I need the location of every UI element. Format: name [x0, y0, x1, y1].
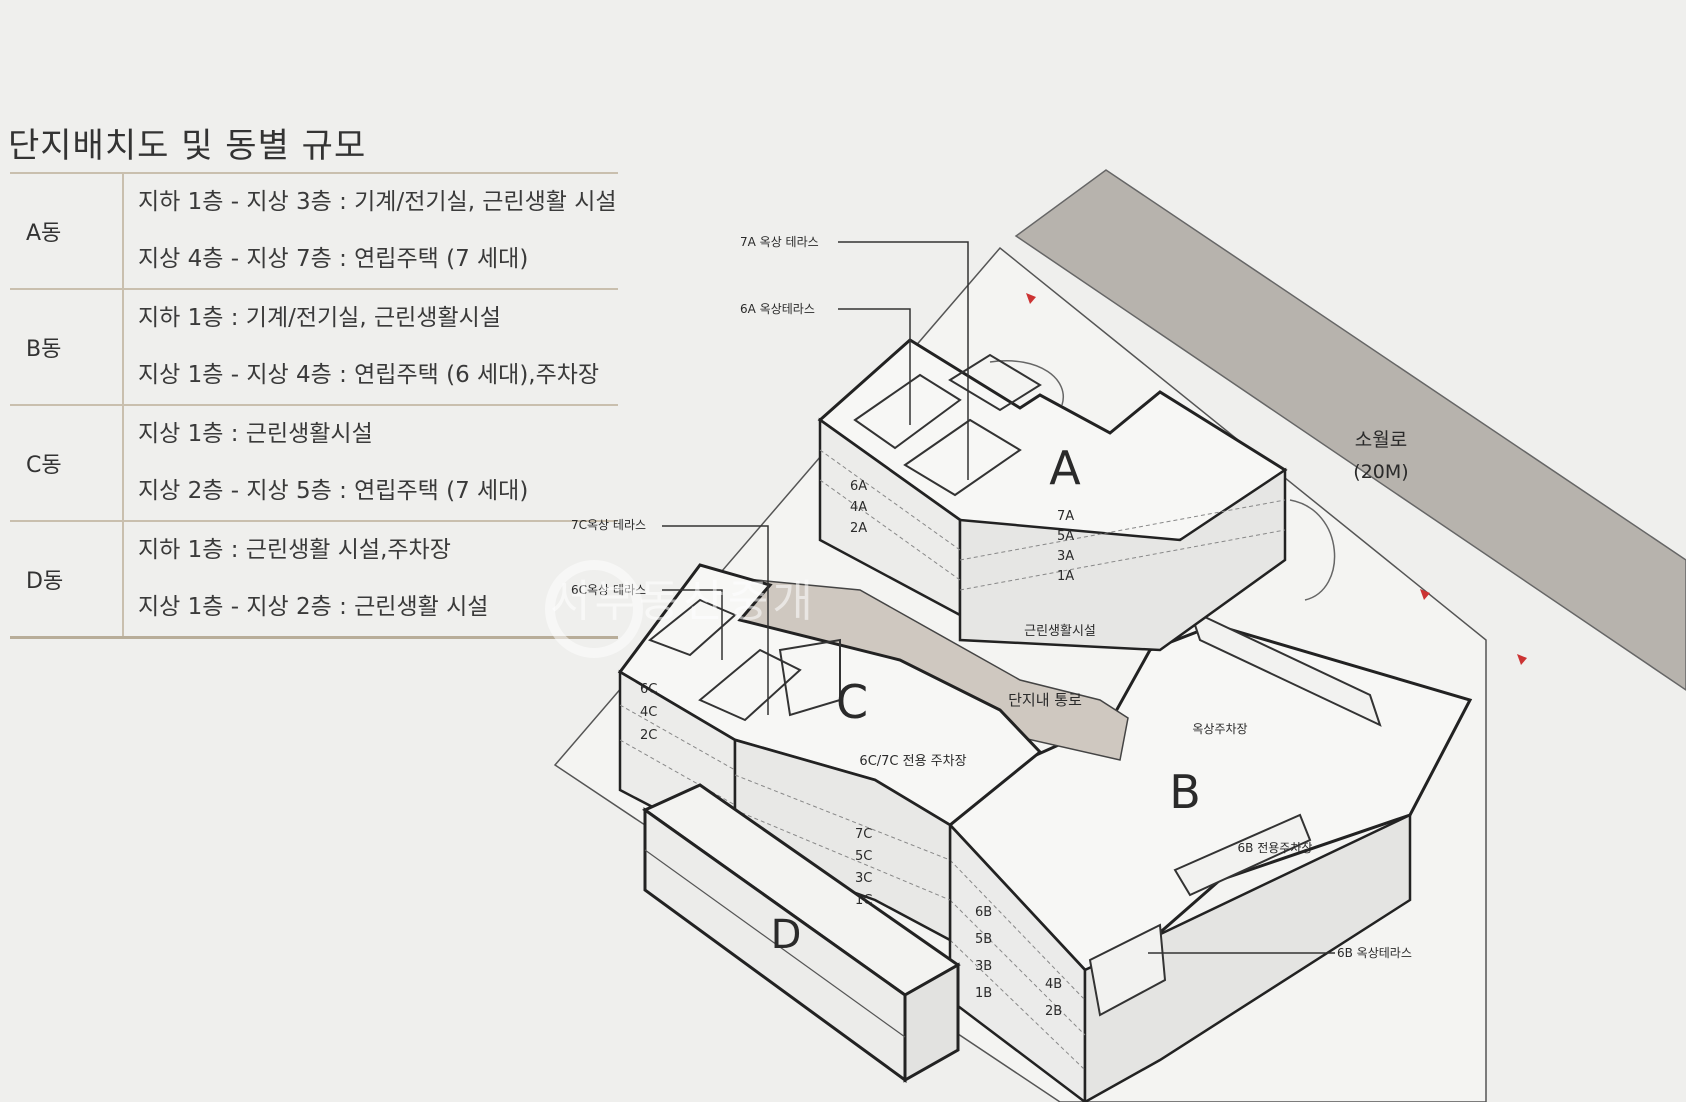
b-rail [1188, 608, 1382, 727]
callout-text: 6A 옥상테라스 [740, 302, 815, 316]
building-a-floor-lines [819, 449, 1286, 591]
building-spec-line: 지하 1층 : 기계/전기실, 근린생활시설 [138, 305, 501, 331]
floor-label: 1C [855, 893, 872, 908]
floor-label: 3C [855, 871, 872, 886]
callout-6b-terrace: 6B 옥상테라스 [1148, 946, 1412, 960]
road-name: 소월로 [1355, 429, 1407, 451]
building-row-a: A동 지하 1층 - 지상 3층 : 기계/전기실, 근린생활 시설 지상 4층… [10, 173, 618, 289]
callout-7a-terrace: 7A 옥상 테라스 [740, 235, 969, 480]
building-spec-line: 지상 2층 - 지상 5층 : 연립주택 (7 세대) [138, 478, 529, 504]
floor-label: 1B [975, 986, 992, 1001]
floor-labels-c-right: 7C 5C 3C 1C [855, 827, 872, 908]
callout-text: 7C옥상 테라스 [571, 518, 646, 532]
area-label-rooftop-parking: 옥상주차장 [1192, 722, 1247, 736]
floor-label: 7A [1057, 509, 1074, 524]
plaza-curve [989, 360, 1065, 406]
building-letter-a: A [1049, 441, 1081, 495]
building-letter-d: D [771, 912, 802, 958]
building-a-side [958, 467, 1287, 652]
building-d-side [903, 962, 960, 1083]
building-name: C동 [10, 405, 124, 521]
building-name: B동 [10, 289, 124, 405]
floor-labels-c-left: 6C 4C 2C [640, 682, 657, 743]
floor-label: 5C [855, 849, 872, 864]
building-b-front [948, 821, 1087, 1102]
building-row-c: C동 지상 1층 : 근린생활시설 지상 2층 - 지상 5층 : 연립주택 (… [10, 405, 618, 521]
floor-label: 2C [640, 728, 657, 743]
floor-label: 4B [1045, 977, 1062, 992]
area-label-c-parking: 6C/7C 전용 주차장 [859, 754, 966, 769]
road-width: (20M) [1353, 461, 1408, 483]
building-row-b: B동 지하 1층 : 기계/전기실, 근린생활시설 지상 1층 - 지상 4층 … [10, 289, 618, 405]
building-b-side [1083, 813, 1412, 1102]
watermark-text: 서부동산중개 [550, 576, 817, 627]
building-b-floor-lines [949, 859, 1086, 1071]
floor-label: 7C [855, 827, 872, 842]
page-title: 단지배치도 및 동별 규모 [8, 126, 367, 166]
floor-label: 6A [850, 479, 867, 494]
building-spec-line: 지상 4층 - 지상 7층 : 연립주택 (7 세대) [138, 246, 529, 272]
floor-labels-a-right: 7A 5A 3A 1A [1057, 509, 1074, 584]
plaza-curve [1289, 499, 1336, 601]
road-marker [1026, 293, 1036, 304]
b-parking-structure [1173, 813, 1312, 897]
floor-labels-b-right: 4B 2B [1045, 977, 1062, 1019]
building-spec-table: A동 지하 1층 - 지상 3층 : 기계/전기실, 근린생활 시설 지상 4층… [10, 172, 618, 639]
building-letter-c: C [836, 675, 868, 729]
building-spec-line: 지상 1층 : 근린생활시설 [138, 421, 373, 447]
floor-label: 6C [640, 682, 657, 697]
callout-text: 7A 옥상 테라스 [740, 235, 819, 249]
road-marker [1517, 654, 1527, 665]
area-label-neighborhood: 근린생활시설 [1024, 624, 1096, 639]
floor-label: 6B [975, 905, 992, 920]
floor-label: 5B [975, 932, 992, 947]
road-marker [1420, 589, 1430, 600]
floor-label: 3B [975, 959, 992, 974]
callout-text: 6B 옥상테라스 [1337, 946, 1412, 960]
building-row-d: D동 지하 1층 : 근린생활 시설,주차장 지상 1층 - 지상 2층 : 근… [10, 521, 618, 638]
floor-label: 2B [1045, 1004, 1062, 1019]
floor-label: 1A [1057, 569, 1074, 584]
watermark-logo [545, 560, 643, 658]
floor-label: 2A [850, 521, 867, 536]
callout-6a-terrace: 6A 옥상테라스 [740, 302, 911, 425]
building-d-floor-lines [644, 849, 906, 1038]
callout-7c-terrace: 7C옥상 테라스 [571, 518, 769, 715]
floor-label: 3A [1057, 549, 1074, 564]
area-label-b-parking: 6B 전용주차장 [1238, 841, 1313, 855]
building-spec-line: 지하 1층 : 근린생활 시설,주차장 [138, 537, 451, 563]
building-spec-line: 지상 1층 - 지상 4층 : 연립주택 (6 세대),주차장 [138, 362, 600, 388]
building-name: A동 [10, 173, 124, 289]
road [1014, 169, 1686, 691]
floor-label: 4C [640, 705, 657, 720]
building-spec-line: 지하 1층 - 지상 3층 : 기계/전기실, 근린생활 시설 [138, 189, 617, 215]
building-letter-b: B [1169, 765, 1201, 819]
floor-label: 4A [850, 500, 867, 515]
floor-labels-a-left: 6A 4A 2A [850, 479, 867, 536]
building-c-rooftop-voids [648, 598, 841, 722]
building-a-rooftop-voids [853, 353, 1042, 497]
area-label-inner-road: 단지내 통로 [1008, 691, 1082, 709]
floor-labels-b-left: 6B 5B 3B 1B [975, 905, 992, 1001]
building-name: D동 [10, 521, 124, 638]
floor-label: 5A [1057, 529, 1074, 544]
building-c-floor-lines [619, 704, 951, 901]
b-terrace-box [1088, 923, 1167, 1017]
building-spec-line: 지상 1층 - 지상 2층 : 근린생활 시설 [138, 594, 489, 620]
